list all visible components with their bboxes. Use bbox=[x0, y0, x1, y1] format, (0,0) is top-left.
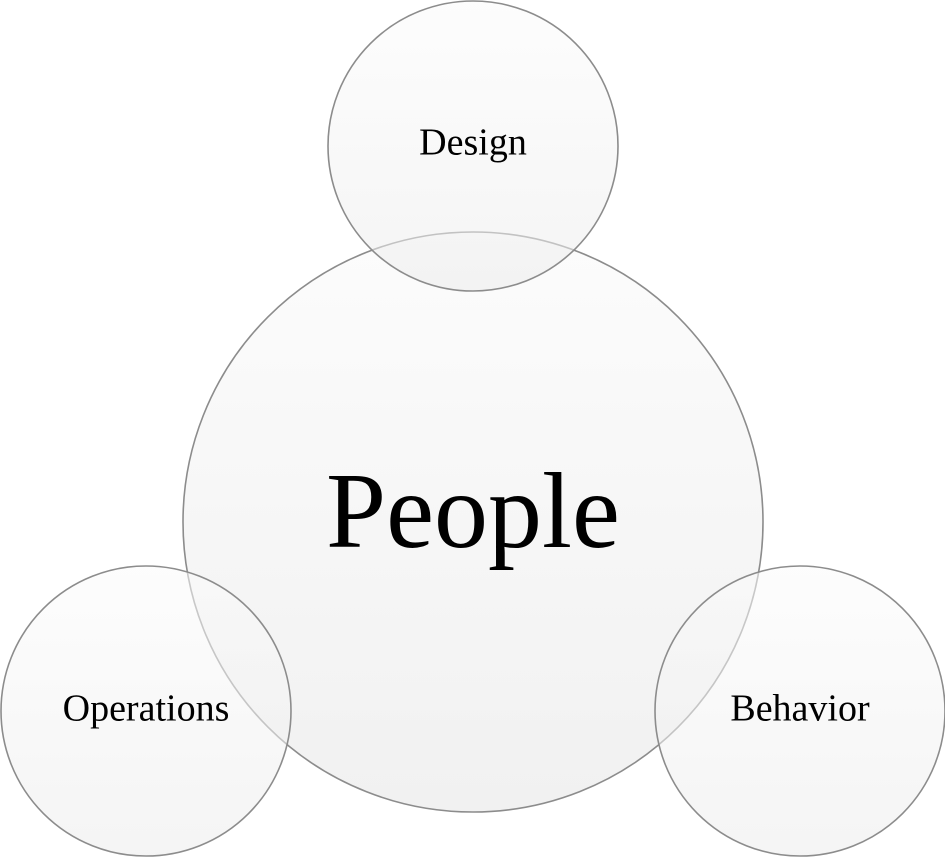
operations-circle bbox=[0, 565, 292, 857]
behavior-label: Behavior bbox=[730, 688, 870, 730]
behavior-circle bbox=[654, 565, 945, 857]
design-label: Design bbox=[419, 122, 527, 164]
design-circle bbox=[327, 0, 619, 292]
people-label: People bbox=[326, 452, 620, 571]
operations-label: Operations bbox=[63, 688, 230, 730]
